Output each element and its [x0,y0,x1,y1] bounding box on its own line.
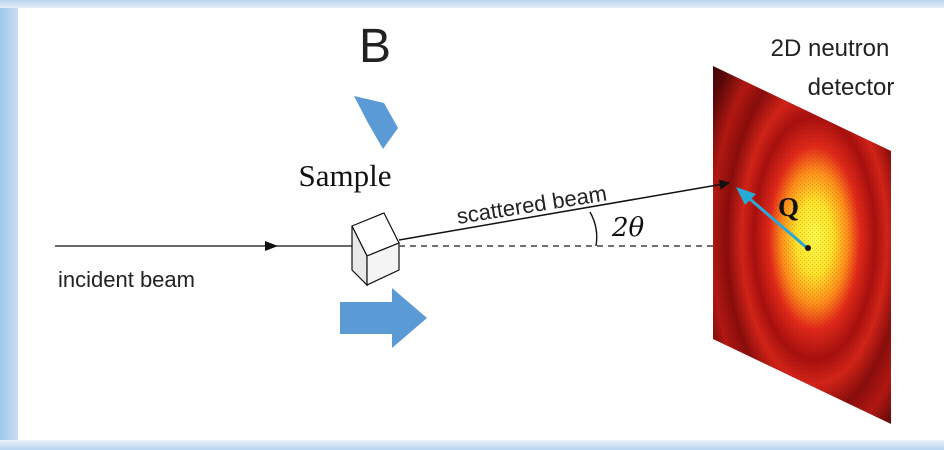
incident-beam-arrowhead [265,241,278,251]
q-label: Q [778,192,799,222]
q-vector-line [743,192,807,249]
scattered-beam-line [398,179,731,241]
arrow-right-icon [340,288,427,348]
angle-label: 2θ [611,213,645,243]
sample-label: Sample [299,158,392,193]
beam-center-dot [805,245,811,251]
q-vector-arrowhead [736,187,756,205]
slide-frame-left [0,0,18,450]
angle-arc [589,211,598,247]
sample-plate [351,212,400,287]
slide-frame-top [0,0,944,8]
arrow-down-icon [354,96,398,149]
incident-beam-label: incident beam [58,267,195,292]
scattered-beam-label: scattered beam [455,181,609,229]
slide-frame-bottom [0,440,944,450]
panel-letter: B [359,20,391,73]
detector-label-line1: 2D neutron [771,35,890,62]
detector-label-line2: detector [808,74,895,101]
